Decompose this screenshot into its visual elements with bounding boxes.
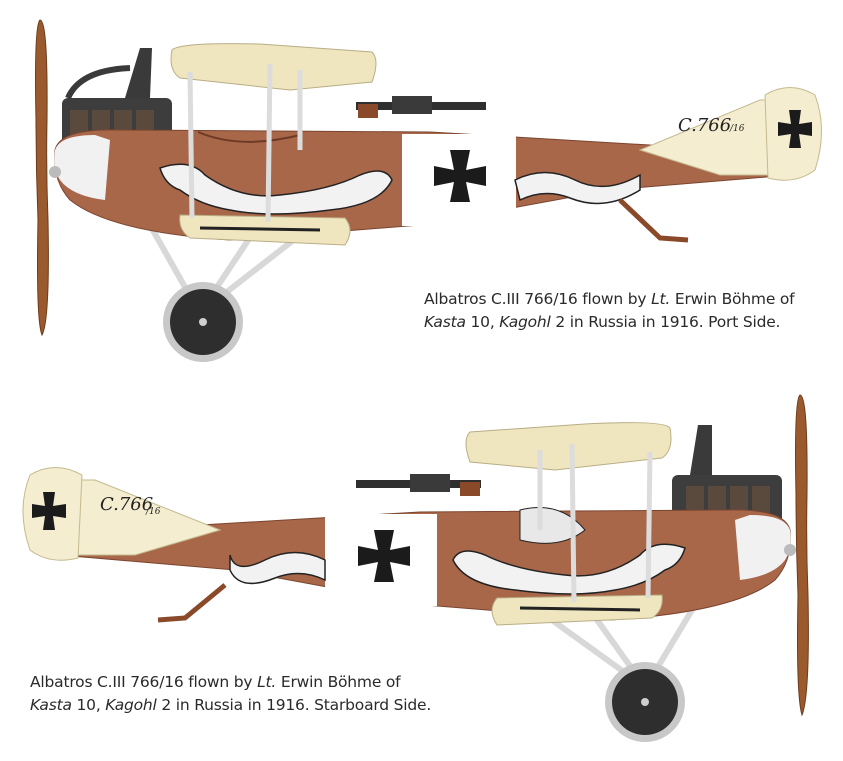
tail-skid [157,583,227,623]
iron-cross-rudder [32,492,66,530]
port-side-caption: Albatros C.III 766/16 flown by Lt. Erwin… [424,288,795,334]
wheel [163,282,243,362]
port-side-profile: C.766 /16 Albatros C.III 766/16 flown by… [0,0,843,380]
serial-number: C.766 [100,494,153,515]
iron-cross-rudder [778,110,812,148]
propeller [795,394,809,717]
caption-text: Erwin Böhme of [276,673,401,691]
port-side-aircraft: C.766 /16 [35,19,822,362]
propeller [35,19,49,337]
caption-text: 2 in Russia in 1916. Starboard Side. [156,696,432,714]
starboard-side-aircraft: C.766 /16 [22,394,809,742]
caption-rank: Lt. [257,673,277,691]
caption-text: 2 in Russia in 1916. Port Side. [550,313,781,331]
machine-gun [356,474,481,496]
dragon-marking [452,543,686,595]
caption-unit: Kagohl [499,313,551,331]
caption-text: Albatros C.III 766/16 flown by [424,290,652,308]
serial-number: C.766 [678,115,731,136]
caption-text: 10, [465,313,500,331]
serial-suffix: /16 [729,124,745,134]
starboard-side-profile: C.766 /16 Albatros C.III 766/16 flown by… [0,380,843,761]
serial-suffix: /16 [145,507,161,517]
caption-unit: Kasta [30,696,72,714]
tail-skid [618,198,689,243]
caption-unit: Kagohl [105,696,157,714]
wing-struts [537,443,653,603]
nose-cowling [735,515,791,580]
machine-gun [356,96,486,118]
iron-cross-fuselage [358,530,410,582]
caption-unit: Kasta [424,313,466,331]
caption-text: 10, [71,696,106,714]
iron-cross-fuselage [434,150,486,202]
starboard-side-caption: Albatros C.III 766/16 flown by Lt. Erwin… [30,671,431,717]
upper-wing [170,43,377,91]
caption-text: Erwin Böhme of [670,290,795,308]
wing-struts [187,63,303,223]
caption-text: Albatros C.III 766/16 flown by [30,673,258,691]
wheel [605,662,685,742]
caption-rank: Lt. [651,290,671,308]
upper-wing [465,422,672,471]
dragon-marking [159,163,393,215]
nose-cowling [54,135,110,200]
